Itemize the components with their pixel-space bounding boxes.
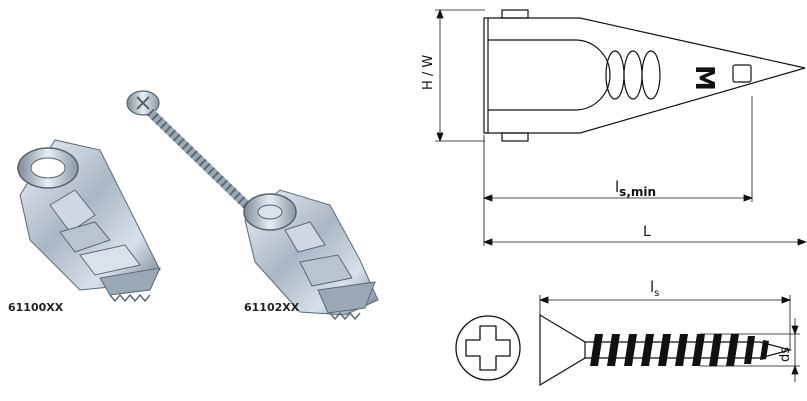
screw-diameter-label: ds	[778, 347, 793, 362]
anchor-with-screw-photo	[126, 90, 379, 321]
height-dimension	[435, 8, 485, 143]
min-setting-length-subscript: s,min	[619, 185, 656, 199]
screw-head-top-view	[455, 315, 521, 381]
product-code-anchor-with-screw: 61102XX	[244, 301, 300, 314]
anchor-photo	[17, 139, 161, 303]
min-setting-length-symbol: l	[615, 178, 619, 196]
screw-length-symbol: l	[650, 278, 654, 296]
screw-length-subscript: s	[654, 288, 659, 299]
height-width-label: H / W	[421, 55, 436, 90]
min-setting-length-dimension	[482, 96, 754, 202]
screw-side-view	[539, 313, 793, 387]
anchor-marking: M	[689, 65, 719, 91]
screw-length-label: ls	[650, 278, 659, 299]
min-setting-length-label: ls,min	[615, 178, 656, 199]
product-code-anchor: 61100XX	[8, 301, 64, 314]
screw-length-dimension	[538, 295, 792, 350]
anchor-technical-drawing	[483, 9, 806, 142]
total-length-dimension	[482, 202, 807, 246]
total-length-label: L	[643, 224, 651, 240]
screw-diameter-dimension	[700, 318, 800, 382]
